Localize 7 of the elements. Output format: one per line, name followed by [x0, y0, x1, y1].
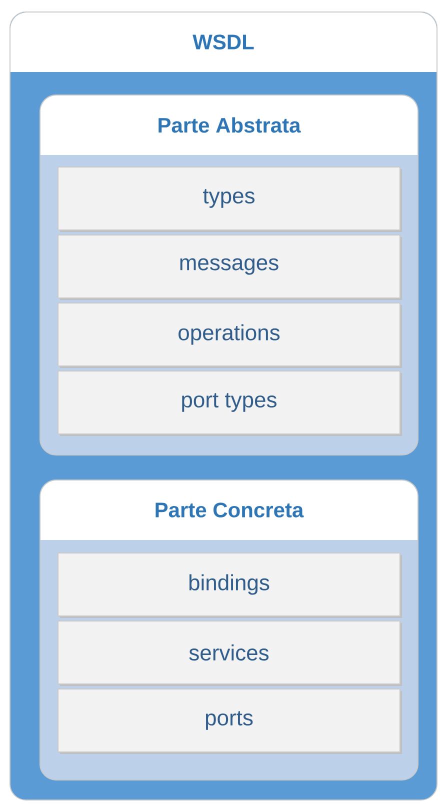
item-box: port types [58, 370, 402, 436]
item-box: types [58, 166, 402, 232]
item-box: bindings [58, 552, 402, 618]
item-box: operations [58, 302, 402, 368]
item-box: messages [58, 234, 402, 300]
item-box: services [58, 620, 402, 686]
item-box: ports [58, 688, 402, 754]
